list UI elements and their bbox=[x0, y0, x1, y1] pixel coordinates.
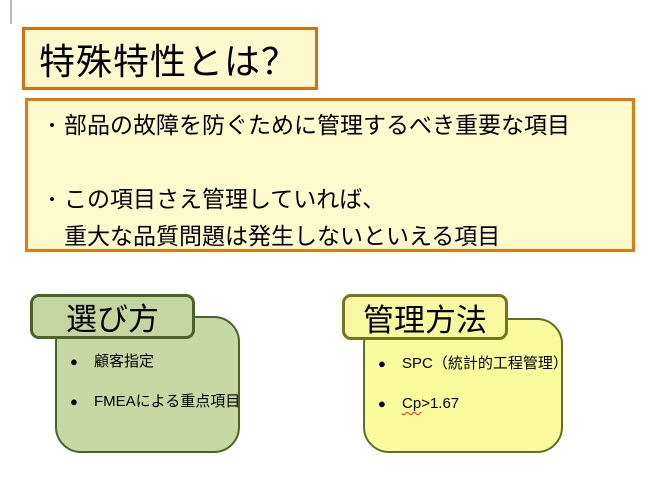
control-method-panel-header: 管理方法 bbox=[342, 294, 508, 340]
bullet-dot-icon: • bbox=[49, 117, 55, 134]
selection-item-2-text: FMEAによる重点項目 bbox=[94, 393, 241, 410]
bullet-dot-icon: • bbox=[49, 191, 55, 208]
control-header-text: 管理方法 bbox=[363, 302, 487, 338]
control-item-2: ● Cp>1.67 bbox=[365, 394, 561, 414]
slide-title: 特殊特性とは？ bbox=[39, 40, 299, 82]
filled-circle-bullet-icon: ● bbox=[378, 356, 386, 371]
selection-item-1: ● 顧客指定 bbox=[57, 352, 238, 372]
misspelled-term: Cp bbox=[402, 395, 422, 412]
definition-point-2: • この項目さえ管理していれば、 bbox=[28, 181, 632, 218]
selection-panel-header: 選び方 bbox=[30, 294, 195, 339]
definition-point-2-line1: この項目さえ管理していれば、 bbox=[64, 186, 386, 212]
filled-circle-bullet-icon: ● bbox=[70, 354, 78, 369]
definition-box: • 部品の故障を防ぐために管理するべき重要な項目 • この項目さえ管理していれば… bbox=[25, 98, 635, 252]
selection-item-2: ● FMEAによる重点項目 bbox=[57, 392, 241, 412]
window-edge-artifact bbox=[10, 0, 12, 24]
selection-item-1-text: 顧客指定 bbox=[94, 353, 155, 370]
definition-point-1-text: 部品の故障を防ぐために管理するべき重要な項目 bbox=[64, 112, 570, 138]
definition-point-2-continuation: 重大な品質問題は発生しないといえる項目 bbox=[28, 218, 632, 255]
control-item-2-rest: >1.67 bbox=[421, 395, 460, 412]
filled-circle-bullet-icon: ● bbox=[378, 396, 386, 411]
definition-point-2-line2: 重大な品質問題は発生しないといえる項目 bbox=[64, 223, 501, 249]
title-box: 特殊特性とは？ bbox=[22, 27, 318, 90]
definition-point-1: • 部品の故障を防ぐために管理するべき重要な項目 bbox=[28, 107, 632, 144]
filled-circle-bullet-icon: ● bbox=[70, 394, 78, 409]
control-item-1-text: SPC（統計的工程管理） bbox=[402, 355, 568, 372]
control-method-panel: ● SPC（統計的工程管理） ● Cp>1.67 bbox=[363, 318, 568, 453]
control-item-1: ● SPC（統計的工程管理） bbox=[365, 354, 568, 374]
selection-header-text: 選び方 bbox=[66, 302, 159, 337]
control-item-2-text: Cp>1.67 bbox=[402, 394, 459, 414]
